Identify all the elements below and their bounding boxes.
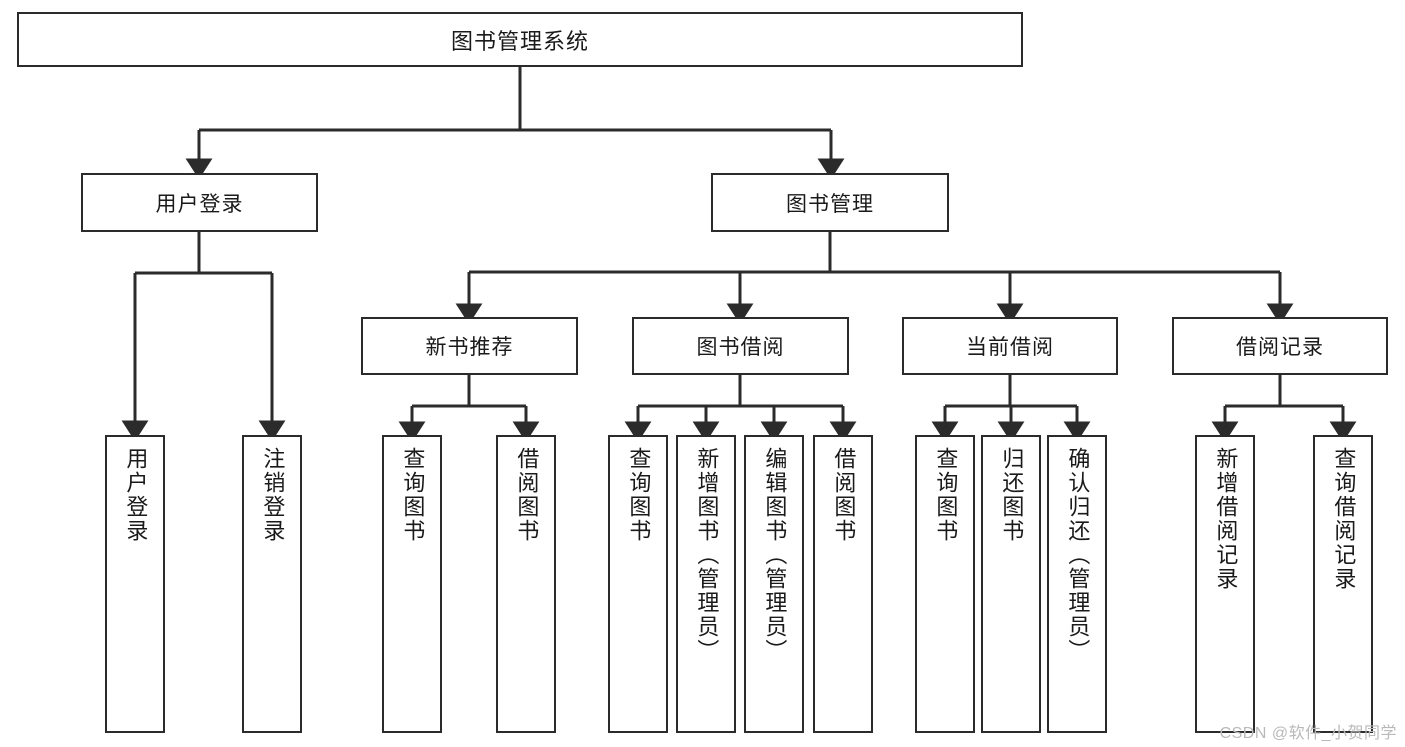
node-label: 用户登录	[155, 192, 244, 216]
node-label: 注销登录	[260, 447, 286, 543]
node-label: 编辑图书（管理员）	[762, 447, 788, 663]
node-label: 查询图书	[400, 447, 426, 543]
leaf-query-book-2[interactable]: 查询图书	[608, 435, 668, 733]
leaf-query-book-3[interactable]: 查询图书	[915, 435, 975, 733]
leaf-logout[interactable]: 注销登录	[242, 435, 302, 733]
node-label: 新增图书（管理员）	[694, 447, 720, 663]
leaf-edit-book[interactable]: 编辑图书（管理员）	[744, 435, 804, 733]
node-label: 用户登录	[123, 447, 149, 543]
leaf-query-book-1[interactable]: 查询图书	[382, 435, 442, 733]
leaf-user-login[interactable]: 用户登录	[105, 435, 165, 733]
leaf-add-book[interactable]: 新增图书（管理员）	[676, 435, 736, 733]
leaf-return-book[interactable]: 归还图书	[981, 435, 1041, 733]
node-label: 借阅图书	[831, 447, 857, 543]
node-label: 归还图书	[999, 447, 1025, 543]
node-user-login[interactable]: 用户登录	[81, 173, 318, 232]
node-label: 当前借阅	[966, 336, 1054, 359]
node-label: 新书推荐	[425, 336, 514, 359]
leaf-borrow-book-2[interactable]: 借阅图书	[813, 435, 873, 733]
node-new-book-recommend[interactable]: 新书推荐	[361, 317, 578, 375]
leaf-borrow-book-1[interactable]: 借阅图书	[496, 435, 556, 733]
leaf-add-record[interactable]: 新增借阅记录	[1195, 435, 1255, 733]
leaf-confirm-return[interactable]: 确认归还（管理员）	[1047, 435, 1107, 733]
leaf-query-record[interactable]: 查询借阅记录	[1313, 435, 1373, 733]
node-label: 查询图书	[626, 447, 652, 543]
node-borrow-record[interactable]: 借阅记录	[1172, 317, 1388, 375]
node-label: 图书借阅	[696, 336, 785, 359]
node-label: 借阅记录	[1236, 336, 1324, 359]
node-label: 查询图书	[933, 447, 959, 543]
node-label: 借阅图书	[514, 447, 540, 543]
node-label: 查询借阅记录	[1331, 447, 1357, 591]
node-label: 确认归还（管理员）	[1065, 447, 1091, 663]
node-label: 新增借阅记录	[1213, 447, 1239, 591]
node-label: 图书管理系统	[450, 28, 589, 54]
node-current-borrow[interactable]: 当前借阅	[902, 317, 1118, 375]
node-book-borrow[interactable]: 图书借阅	[632, 317, 849, 375]
node-root-system[interactable]: 图书管理系统	[17, 12, 1023, 67]
node-label: 图书管理	[786, 192, 874, 216]
node-book-management[interactable]: 图书管理	[711, 173, 949, 232]
